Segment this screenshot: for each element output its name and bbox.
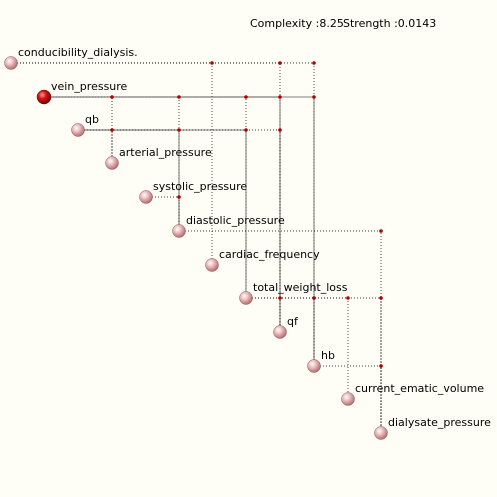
junction-dot xyxy=(110,95,114,99)
node-ball[interactable] xyxy=(4,56,18,70)
node-hb[interactable]: hb xyxy=(307,349,335,373)
node-ball[interactable] xyxy=(36,89,52,105)
node-diastolic[interactable]: diastolic_pressure xyxy=(172,214,285,238)
node-cardiac[interactable]: cardiac_frequency xyxy=(205,248,321,272)
score-header: Complexity :8.25 Strength :0.0143 xyxy=(250,17,436,30)
node-ball[interactable] xyxy=(139,190,153,204)
node-ball[interactable] xyxy=(172,224,186,238)
node-systolic[interactable]: systolic_pressure xyxy=(139,180,248,204)
node-conducibility[interactable]: conducibility_dialysis. xyxy=(4,46,138,70)
junction-dot xyxy=(278,61,282,65)
node-vein[interactable]: vein_pressure xyxy=(36,80,128,105)
junction-dot xyxy=(312,296,316,300)
strength-readout: Strength :0.0143 xyxy=(343,17,436,30)
node-ball[interactable] xyxy=(307,359,321,373)
edge-qb-to-arterial xyxy=(78,129,113,163)
node-qf[interactable]: qf xyxy=(273,315,299,339)
junction-dot xyxy=(346,296,350,300)
junction-dot xyxy=(244,128,248,132)
node-label: total_weight_loss xyxy=(253,281,348,294)
junction-dot xyxy=(379,229,383,233)
node-ball[interactable] xyxy=(374,426,388,440)
junction-dot xyxy=(110,128,114,132)
junction-dot xyxy=(244,95,248,99)
node-cev[interactable]: current_ematic_volume xyxy=(341,382,485,406)
node-qb[interactable]: qb xyxy=(71,113,99,137)
node-label: cardiac_frequency xyxy=(219,248,320,261)
node-ball[interactable] xyxy=(205,258,219,272)
junction-dot xyxy=(312,95,316,99)
node-label: conducibility_dialysis. xyxy=(18,46,138,59)
node-label: qf xyxy=(287,315,299,328)
node-label: hb xyxy=(321,349,335,362)
node-label: dialysate_pressure xyxy=(388,416,491,429)
junction-dot xyxy=(278,128,282,132)
node-label: systolic_pressure xyxy=(153,180,247,193)
edges-layer xyxy=(11,62,382,433)
junction-dot xyxy=(177,128,181,132)
complexity-readout: Complexity :8.25 xyxy=(250,17,344,30)
node-ball[interactable] xyxy=(341,392,355,406)
node-dialysate[interactable]: dialysate_pressure xyxy=(374,416,492,440)
node-label: arterial_pressure xyxy=(119,146,212,159)
junction-dot xyxy=(379,296,383,300)
edge-systolic-to-diastolic xyxy=(146,196,180,231)
junction-dot xyxy=(210,61,214,65)
node-ball[interactable] xyxy=(105,156,119,170)
node-ball[interactable] xyxy=(71,123,85,137)
node-label: current_ematic_volume xyxy=(355,382,484,395)
node-twl[interactable]: total_weight_loss xyxy=(239,281,348,305)
junction-dot xyxy=(177,195,181,199)
junction-dot xyxy=(278,95,282,99)
node-label: qb xyxy=(85,113,99,126)
node-arterial[interactable]: arterial_pressure xyxy=(105,146,212,170)
junction-dot xyxy=(177,95,181,99)
junction-dot xyxy=(278,296,282,300)
edge-twl-to-qf xyxy=(246,297,281,332)
junction-dot xyxy=(312,61,316,65)
node-label: diastolic_pressure xyxy=(186,214,285,227)
node-ball[interactable] xyxy=(239,291,253,305)
node-ball[interactable] xyxy=(273,325,287,339)
junction-dot xyxy=(379,364,383,368)
node-label: vein_pressure xyxy=(51,80,128,93)
